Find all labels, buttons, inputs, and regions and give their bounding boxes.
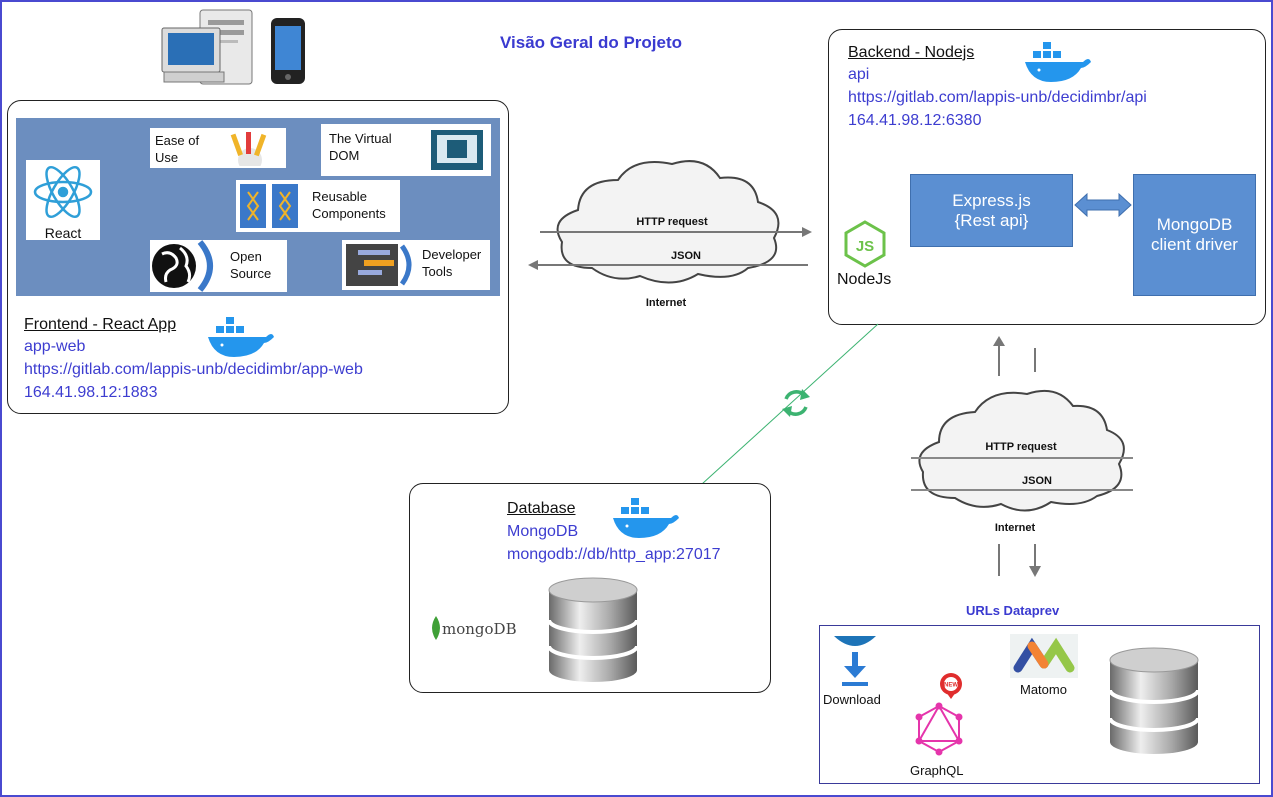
database-uri: mongodb://db/http_app:27017: [507, 546, 721, 563]
desktop-computer-icon: [161, 9, 305, 85]
diagram-title: Visão Geral do Projeto: [500, 33, 683, 52]
mongodb-logo-text: mongoDB: [442, 620, 517, 638]
frontend-heading: Frontend - React App: [24, 316, 177, 333]
database-name: MongoDB: [507, 523, 579, 540]
matomo-icon[interactable]: [1010, 634, 1078, 678]
feature-open-source: Open Source: [150, 240, 287, 292]
feature-developer-tools: Developer Tools: [342, 240, 490, 290]
database-cylinder-icon: [1108, 647, 1200, 754]
svg-text:JS: JS: [856, 238, 874, 255]
sync-icon: [782, 389, 810, 417]
docker-whale-icon: [613, 498, 679, 538]
cloud-top-label: Internet: [646, 297, 687, 309]
feature-ease-of-use: Ease of Use: [150, 128, 286, 168]
feature-virtual-dom: The Virtual DOM: [321, 124, 491, 176]
frontend-name: app-web: [24, 338, 86, 355]
cloud-right-label: Internet: [995, 522, 1036, 534]
express-box: Express.js {Rest api}: [910, 174, 1073, 247]
frontend-box: React Ease of Use The Virtual DOM: [7, 100, 509, 414]
matomo-label: Matomo: [1020, 682, 1067, 697]
dataprev-box: Download NEW GraphQL Matomo: [819, 625, 1260, 784]
react-features-panel: React Ease of Use The Virtual DOM: [16, 118, 500, 296]
database-cylinder-icon: [547, 577, 639, 682]
download-label: Download: [823, 692, 881, 707]
sync-connector: [701, 323, 879, 485]
react-logo-icon: [33, 165, 93, 219]
components-icon: [240, 184, 298, 228]
phone-icon: [271, 18, 305, 84]
docker-whale-icon: [208, 317, 274, 357]
backend-name: api: [848, 66, 870, 83]
graphql-icon[interactable]: [914, 702, 964, 756]
paint-icon: [230, 132, 267, 166]
cloud-right-request: HTTP request: [985, 441, 1057, 453]
monitor-icon: [431, 130, 483, 170]
mongo-leaf-icon: [432, 616, 440, 640]
backend-repo-link[interactable]: https://gitlab.com/lappis-unb/decidimbr/…: [848, 89, 1147, 106]
docker-whale-icon: [1025, 42, 1091, 82]
internet-cloud-right: HTTP request JSON Internet: [911, 336, 1133, 577]
double-arrow-icon: [1074, 192, 1132, 218]
cloud-right-response: JSON: [1022, 475, 1052, 487]
backend-heading: Backend - Nodejs: [848, 44, 975, 61]
tools-icon: [346, 244, 412, 286]
react-label: React: [44, 225, 82, 241]
frontend-repo-link[interactable]: https://gitlab.com/lappis-unb/decidimbr/…: [24, 361, 363, 378]
database-heading: Database: [507, 500, 576, 517]
new-badge-icon: NEW: [940, 673, 962, 699]
frontend-address: 164.41.98.12:1883: [24, 384, 158, 401]
nodejs-logo-icon: JS: [844, 220, 886, 268]
download-icon[interactable]: [830, 632, 880, 690]
react-logo-tile: React: [26, 160, 100, 241]
nodejs-label: NodeJs: [837, 271, 892, 288]
internet-cloud-top: HTTP request JSON Internet: [528, 160, 812, 309]
cloud-top-response: JSON: [671, 250, 701, 262]
backend-box: Backend - Nodejs api https://gitlab.com/…: [828, 29, 1266, 325]
graphql-label: GraphQL: [910, 763, 964, 778]
feature-reusable-components: Reusable Components: [236, 180, 400, 232]
mongodb-client-box: MongoDB client driver: [1133, 174, 1256, 296]
backend-address: 164.41.98.12:6380: [848, 112, 982, 129]
globe-icon: [152, 240, 213, 292]
svg-text:NEW: NEW: [944, 683, 958, 689]
dataprev-title: URLs Dataprev: [966, 603, 1060, 618]
database-box: Database MongoDB mongodb://db/http_app:2…: [409, 483, 771, 693]
cloud-top-request: HTTP request: [636, 216, 708, 228]
